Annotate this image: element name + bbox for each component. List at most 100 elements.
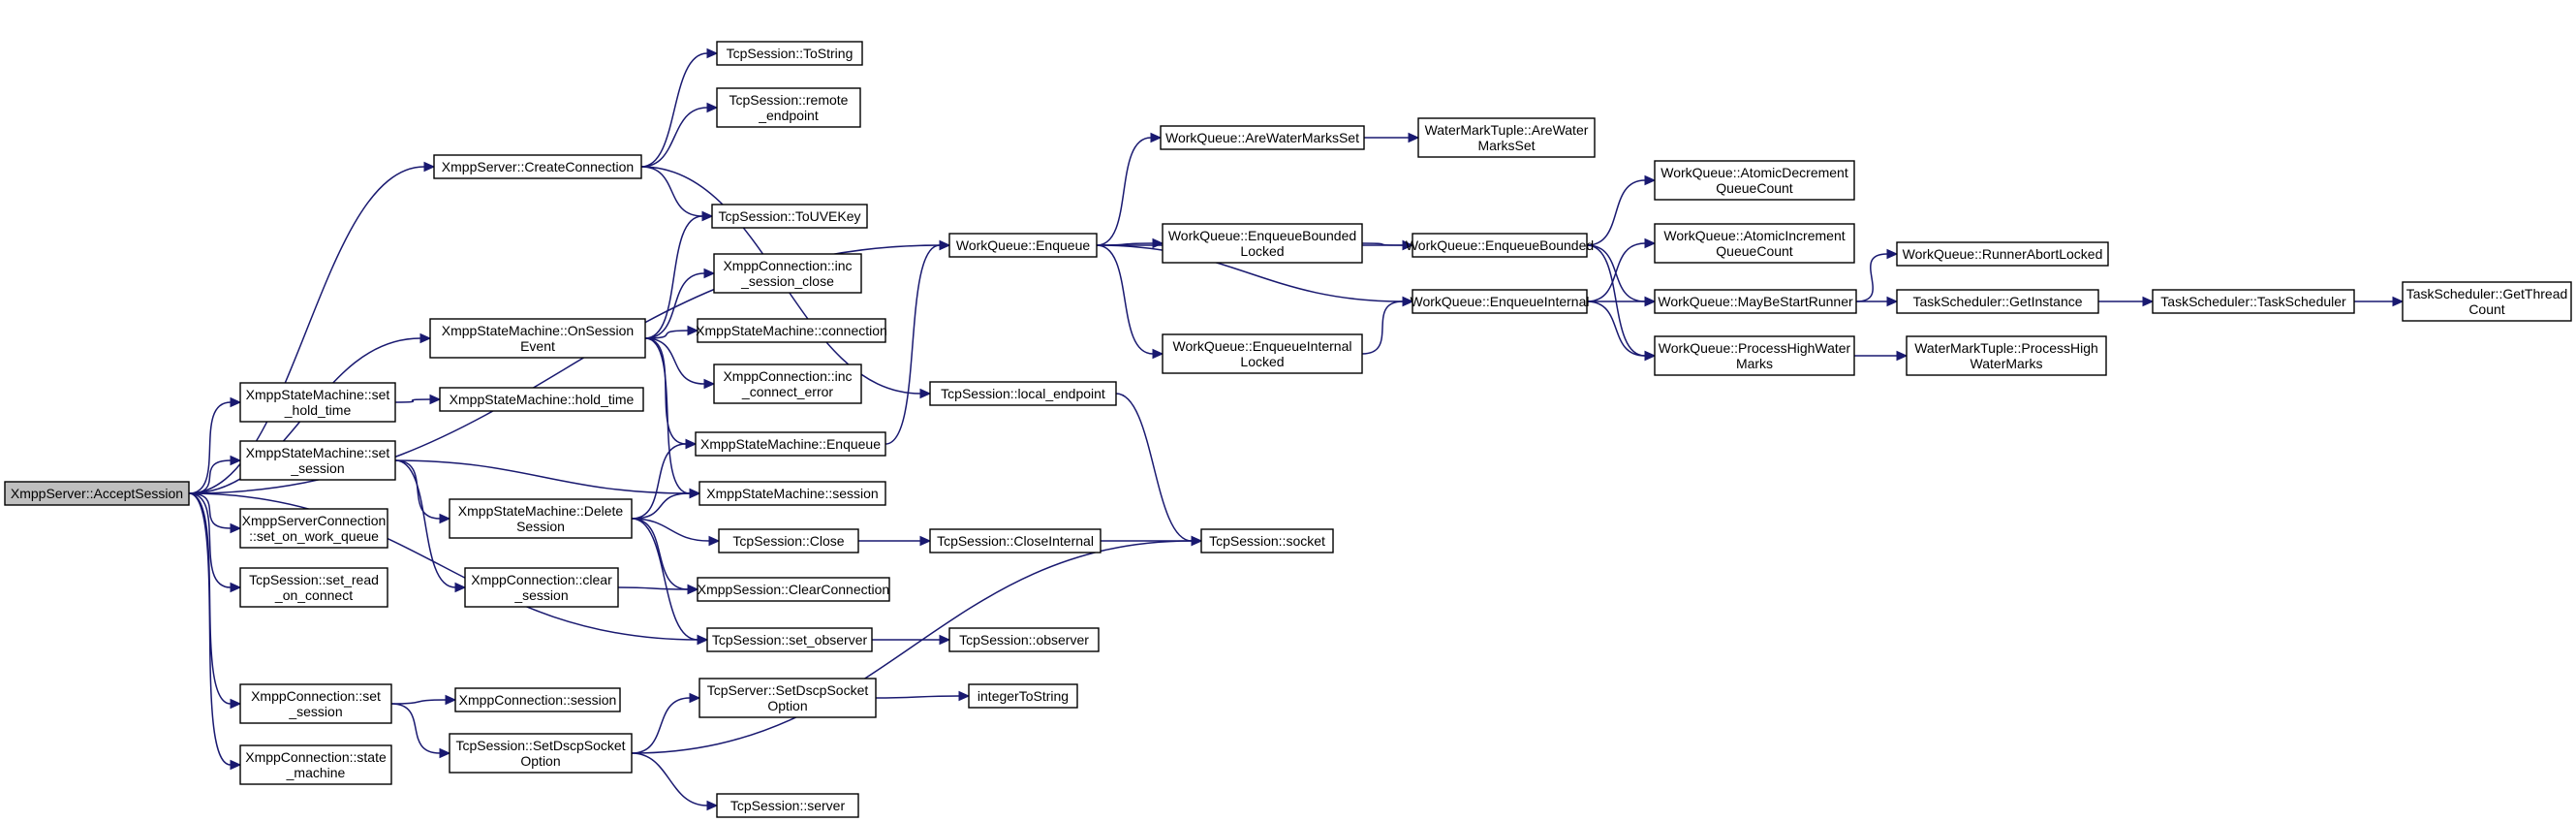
node-label: WorkQueue::AtomicIncrement xyxy=(1663,228,1845,243)
function-node-wq-enqueuebounded[interactable]: WorkQueue::EnqueueBounded xyxy=(1406,233,1594,258)
function-node-wmt-arewatermarksset[interactable]: WaterMarkTuple::AreWaterMarksSet xyxy=(1417,117,1596,158)
node-box xyxy=(968,683,1078,709)
node-label: XmppServerConnection xyxy=(242,513,387,528)
node-label: XmppStateMachine::set xyxy=(246,387,390,402)
call-edge xyxy=(640,47,719,168)
node-label: _machine xyxy=(286,765,346,780)
function-node-sm-set-session[interactable]: XmppStateMachine::set_session xyxy=(239,440,396,481)
edge-line xyxy=(644,215,703,339)
node-label: XmppStateMachine::hold_time xyxy=(450,392,635,407)
edge-line xyxy=(188,401,232,494)
node-box xyxy=(239,440,396,481)
edge-line xyxy=(644,337,691,494)
node-label: TcpSession::set_observer xyxy=(712,632,868,648)
function-node-tcp-local-endpoint[interactable]: TcpSession::local_endpoint xyxy=(929,381,1117,406)
call-edge xyxy=(631,488,701,520)
function-node-conn-inc-session-close[interactable]: XmppConnection::inc_session_close xyxy=(713,253,862,294)
function-node-wq-arewatermarksset[interactable]: WorkQueue::AreWaterMarksSet xyxy=(1160,125,1365,150)
function-node-sm-session[interactable]: XmppStateMachine::session xyxy=(698,481,886,506)
node-box xyxy=(2152,289,2355,314)
arrowhead-icon xyxy=(1402,296,1414,307)
function-node-tcp-observer[interactable]: TcpSession::observer xyxy=(948,627,1100,652)
node-label: XmppConnection::state xyxy=(245,749,387,765)
function-node-tcp-set-observer[interactable]: TcpSession::set_observer xyxy=(706,627,873,652)
edge-line xyxy=(640,107,708,168)
node-box xyxy=(1896,289,2099,314)
function-node-sm-enqueue[interactable]: XmppStateMachine::Enqueue xyxy=(695,431,886,457)
call-edge xyxy=(1855,248,1899,302)
function-node-xs-clearconnection[interactable]: XmppSession::ClearConnection xyxy=(697,577,890,602)
edge-line xyxy=(631,492,691,520)
arrowhead-icon xyxy=(2392,296,2405,307)
function-node-tcp-touvekey[interactable]: TcpSession::ToUVEKey xyxy=(711,204,868,229)
node-box xyxy=(713,364,862,404)
node-label: WorkQueue::Enqueue xyxy=(956,237,1090,253)
call-edge xyxy=(188,161,436,494)
function-node-tcp-set-read-on-connect[interactable]: TcpSession::set_read_on_connect xyxy=(239,567,388,608)
arrowhead-icon xyxy=(689,692,701,704)
node-box xyxy=(239,567,388,608)
function-node-integer-to-string[interactable]: integerToString xyxy=(968,683,1078,709)
arrowhead-icon xyxy=(1402,239,1414,251)
function-node-conn-state-machine[interactable]: XmppConnection::state_machine xyxy=(239,744,392,785)
node-label: WorkQueue::AreWaterMarksSet xyxy=(1165,130,1359,145)
function-node-tcp-remote-endpoint[interactable]: TcpSession::remote_endpoint xyxy=(716,87,861,128)
function-node-tcp-closeinternal[interactable]: TcpSession::CloseInternal xyxy=(929,528,1102,553)
arrowhead-icon xyxy=(697,634,709,646)
node-box xyxy=(239,382,396,423)
function-node-ssc-set-on-work-queue[interactable]: XmppServerConnection::set_on_work_queue xyxy=(239,508,388,549)
function-node-conn-set-session[interactable]: XmppConnection::set_session xyxy=(239,683,392,724)
arrowhead-icon xyxy=(703,268,716,279)
node-box xyxy=(1906,335,2107,376)
function-node-sm-set-hold-time[interactable]: XmppStateMachine::set_hold_time xyxy=(239,382,396,423)
function-node-wq-maybestartrunner[interactable]: WorkQueue::MayBeStartRunner xyxy=(1654,289,1857,314)
function-node-tcp-server[interactable]: TcpSession::server xyxy=(716,793,859,818)
function-node-conn-inc-connect-error[interactable]: XmppConnection::inc_connect_error xyxy=(713,364,862,404)
node-box xyxy=(454,687,621,712)
call-edge xyxy=(1586,237,1657,302)
edge-line xyxy=(640,52,708,168)
function-node-create-connection[interactable]: XmppServer::CreateConnection xyxy=(433,154,642,179)
function-node-tcp-close[interactable]: TcpSession::Close xyxy=(718,528,859,553)
node-label: WorkQueue::EnqueueBounded xyxy=(1168,228,1356,243)
function-node-conn-clear-session[interactable]: XmppConnection::clear_session xyxy=(464,567,619,608)
node-box xyxy=(429,318,646,359)
arrowhead-icon xyxy=(1644,237,1657,249)
function-node-wq-enqueueinternal[interactable]: WorkQueue::EnqueueInternal xyxy=(1411,289,1590,314)
edge-line xyxy=(631,443,687,520)
call-edge xyxy=(394,459,701,499)
node-label: WaterMarks xyxy=(1971,356,2043,371)
edge-line xyxy=(390,703,441,754)
function-node-conn-session[interactable]: XmppConnection::session xyxy=(454,687,621,712)
node-label: XmppStateMachine::OnSession xyxy=(442,323,634,338)
node-box xyxy=(449,498,633,539)
node-label: TcpSession::local_endpoint xyxy=(941,386,1105,401)
function-node-wq-enqueue[interactable]: WorkQueue::Enqueue xyxy=(948,233,1098,258)
node-label: XmppStateMachine::set xyxy=(246,445,390,460)
function-node-accept-session[interactable]: XmppServer::AcceptSession xyxy=(4,481,190,506)
function-node-ts-getinstance[interactable]: TaskScheduler::GetInstance xyxy=(1896,289,2099,314)
function-node-tcp-tostring[interactable]: TcpSession::ToString xyxy=(716,41,863,66)
function-node-ts-taskscheduler[interactable]: TaskScheduler::TaskScheduler xyxy=(2152,289,2355,314)
node-label: TcpSession::SetDscpSocket xyxy=(455,738,625,753)
arrowhead-icon xyxy=(939,239,951,251)
function-node-tcp-socket[interactable]: TcpSession::socket xyxy=(1200,528,1334,553)
node-label: XmppStateMachine::Delete xyxy=(458,503,624,519)
edge-line xyxy=(1855,253,1888,302)
call-edge xyxy=(1096,244,1164,360)
function-node-wq-runnerabortlocked[interactable]: WorkQueue::RunnerAbortLocked xyxy=(1896,241,2109,267)
function-node-sm-connection[interactable]: XmppStateMachine::connection xyxy=(696,318,887,343)
node-label: WorkQueue::EnqueueInternal xyxy=(1173,338,1352,354)
function-node-sm-hold-time[interactable]: XmppStateMachine::hold_time xyxy=(439,387,644,412)
